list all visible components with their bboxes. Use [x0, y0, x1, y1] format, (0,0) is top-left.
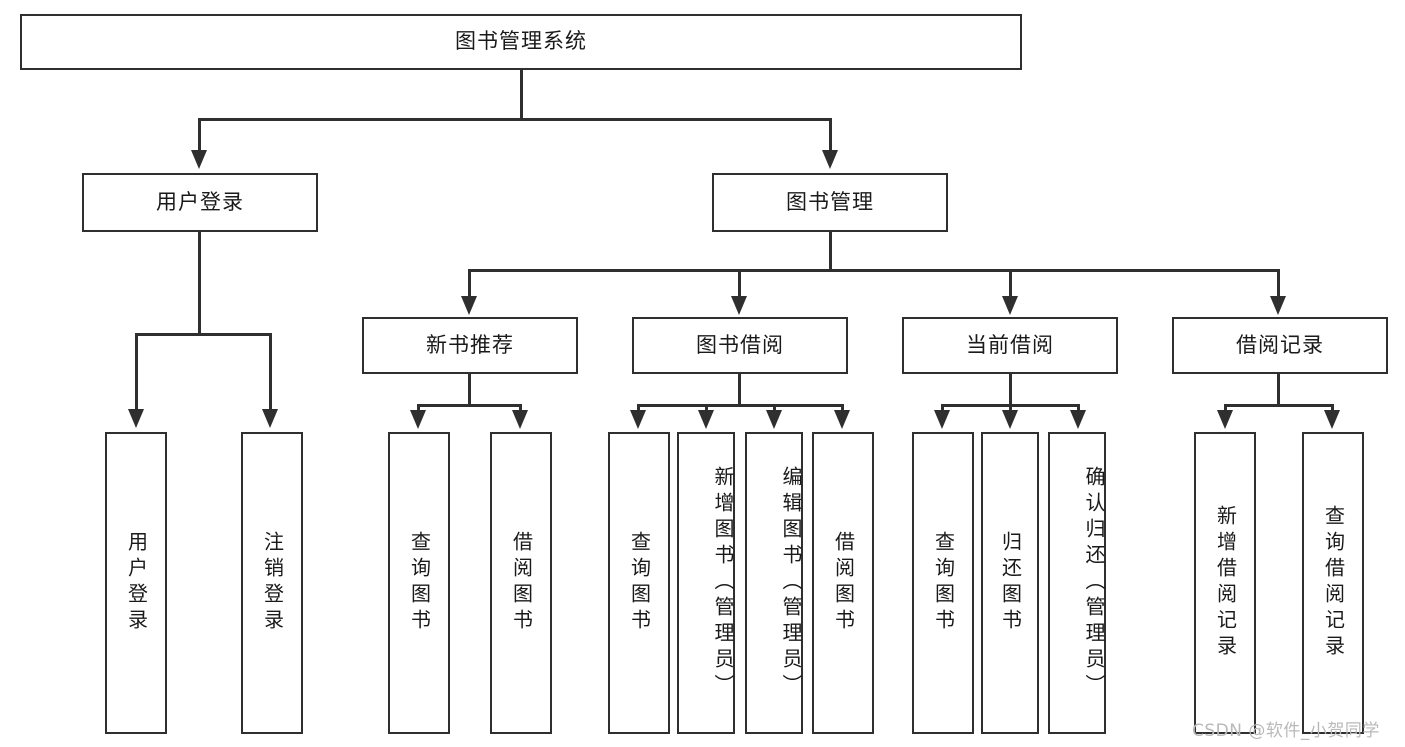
edge-new-book-stem [468, 374, 471, 406]
edge-book-borrow-child-2 [705, 404, 708, 414]
arrowhead-new-book-recommend [461, 296, 477, 315]
edge-root-stem [520, 70, 523, 120]
edge-user-login-bus [135, 333, 272, 336]
arrowhead-leaf-logout [262, 409, 278, 428]
arrowhead-leaf-user-login [128, 409, 144, 428]
node-current-borrow[interactable]: 当前借阅 [902, 317, 1118, 374]
leaf-edit-book-admin[interactable]: 编辑图书（管理员） [745, 432, 803, 734]
leaf-logout[interactable]: 注销登录 [241, 432, 303, 734]
leaf-query-borrow-record[interactable]: 查询借阅记录 [1302, 432, 1364, 734]
edge-current-borrow-child-2 [1009, 404, 1012, 414]
edge-book-borrow-child-4 [841, 404, 844, 414]
edge-to-new-book-recommend [468, 269, 471, 299]
arrowhead-leaf-query-book-2 [630, 410, 646, 429]
edge-book-borrow-child-1 [637, 404, 640, 414]
csdn-watermark: CSDN @软件_小贺同学 [1192, 721, 1380, 741]
leaf-return-book[interactable]: 归还图书 [981, 432, 1039, 734]
edge-book-borrow-stem [738, 374, 741, 406]
edge-new-book-child-2 [519, 404, 522, 414]
edge-current-borrow-child-1 [941, 404, 944, 414]
edge-book-manage-stem [829, 232, 832, 272]
edge-book-borrow-child-3 [773, 404, 776, 414]
node-user-login[interactable]: 用户登录 [82, 173, 318, 232]
arrowhead-leaf-edit-book [766, 410, 782, 429]
arrowhead-leaf-query-borrow-record [1324, 410, 1340, 429]
arrowhead-leaf-borrow-book-1 [512, 410, 528, 429]
arrowhead-book-manage [822, 150, 838, 169]
leaf-user-login[interactable]: 用户登录 [105, 432, 167, 734]
arrowhead-leaf-query-book-1 [410, 410, 426, 429]
edge-user-login-child-1 [135, 333, 138, 412]
edge-current-borrow-child-3 [1077, 404, 1080, 414]
edge-to-current-borrow [1009, 269, 1012, 299]
arrowhead-book-borrow [731, 296, 747, 315]
arrowhead-leaf-add-borrow-record [1217, 410, 1233, 429]
edge-borrow-record-bus [1224, 404, 1334, 407]
leaf-confirm-return-admin[interactable]: 确认归还（管理员） [1048, 432, 1106, 734]
edge-current-borrow-stem [1009, 374, 1012, 406]
arrowhead-leaf-borrow-book-2 [834, 410, 850, 429]
edge-book-manage-bus [468, 269, 1280, 272]
node-root-system[interactable]: 图书管理系统 [20, 14, 1022, 70]
arrowhead-leaf-confirm-return [1070, 410, 1086, 429]
arrowhead-borrow-record [1270, 296, 1286, 315]
arrowhead-leaf-return-book [1002, 410, 1018, 429]
edge-user-login-child-2 [269, 333, 272, 412]
leaf-query-book-1[interactable]: 查询图书 [388, 432, 450, 734]
edge-new-book-bus [417, 404, 522, 407]
leaf-query-book-2[interactable]: 查询图书 [608, 432, 670, 734]
arrowhead-leaf-add-book [698, 410, 714, 429]
edge-to-borrow-record [1277, 269, 1280, 299]
edge-book-borrow-bus [637, 404, 844, 407]
leaf-add-borrow-record[interactable]: 新增借阅记录 [1194, 432, 1256, 734]
arrowhead-current-borrow [1002, 296, 1018, 315]
edge-new-book-child-1 [417, 404, 420, 414]
edge-to-book-borrow [738, 269, 741, 299]
node-book-borrow[interactable]: 图书借阅 [632, 317, 848, 374]
leaf-borrow-book-1[interactable]: 借阅图书 [490, 432, 552, 734]
arrowhead-user-login [191, 150, 207, 169]
node-book-management[interactable]: 图书管理 [712, 173, 948, 232]
edge-root-to-user-login [198, 118, 201, 154]
edge-user-login-stem [198, 232, 201, 336]
edge-borrow-record-child-2 [1331, 404, 1334, 414]
node-borrow-record[interactable]: 借阅记录 [1172, 317, 1388, 374]
arrowhead-leaf-query-book-3 [934, 410, 950, 429]
node-new-book-recommend[interactable]: 新书推荐 [362, 317, 578, 374]
leaf-add-book-admin[interactable]: 新增图书（管理员） [677, 432, 735, 734]
edge-root-to-book-manage [829, 118, 832, 154]
edge-borrow-record-stem [1277, 374, 1280, 406]
leaf-borrow-book-2[interactable]: 借阅图书 [812, 432, 874, 734]
edge-borrow-record-child-1 [1224, 404, 1227, 414]
leaf-query-book-3[interactable]: 查询图书 [912, 432, 974, 734]
edge-root-bus [198, 118, 832, 121]
